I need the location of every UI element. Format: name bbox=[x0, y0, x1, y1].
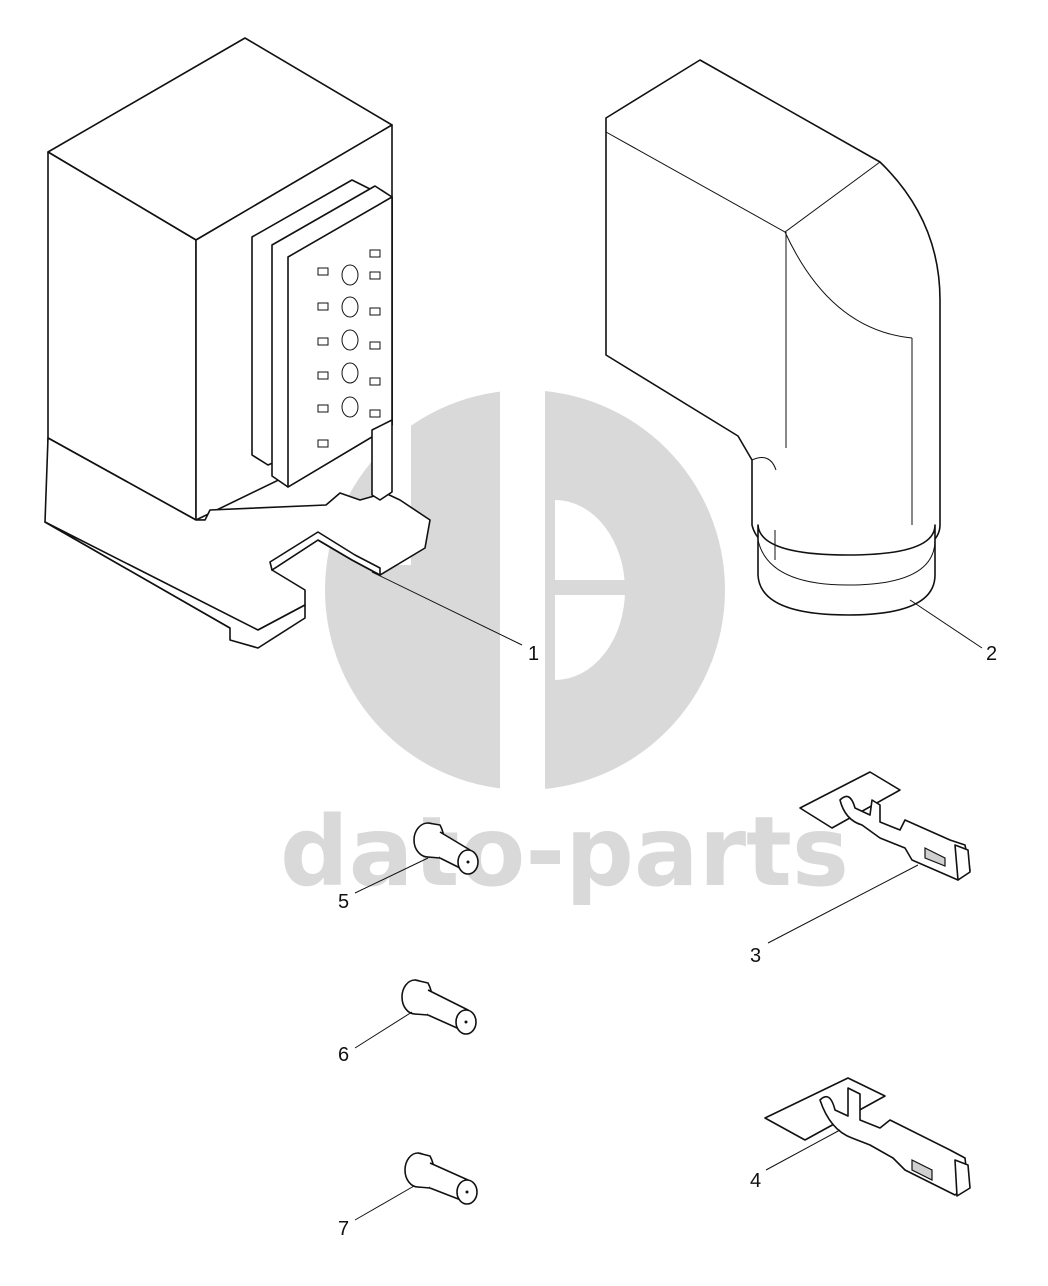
callout-label-4: 4 bbox=[750, 1170, 761, 1192]
pin-holes bbox=[317, 249, 381, 448]
part-1-connector-housing bbox=[44, 37, 431, 649]
part-3-terminal bbox=[799, 771, 971, 881]
callout-label-6: 6 bbox=[338, 1044, 349, 1066]
callout-label-1: 1 bbox=[528, 643, 539, 665]
watermark-logo bbox=[325, 385, 725, 805]
part-6-seal bbox=[401, 979, 477, 1035]
watermark-text: dato-parts bbox=[280, 796, 849, 908]
callout-label-2: 2 bbox=[986, 643, 997, 665]
part-7-seal bbox=[404, 1152, 478, 1205]
leader-lines bbox=[354, 571, 983, 1221]
callout-label-5: 5 bbox=[338, 891, 349, 913]
part-5-seal bbox=[413, 822, 479, 875]
callout-label-7: 7 bbox=[338, 1218, 349, 1240]
part-4-terminal bbox=[764, 1077, 971, 1197]
callout-label-3: 3 bbox=[750, 945, 761, 967]
part-2-angled-cover bbox=[605, 59, 941, 616]
